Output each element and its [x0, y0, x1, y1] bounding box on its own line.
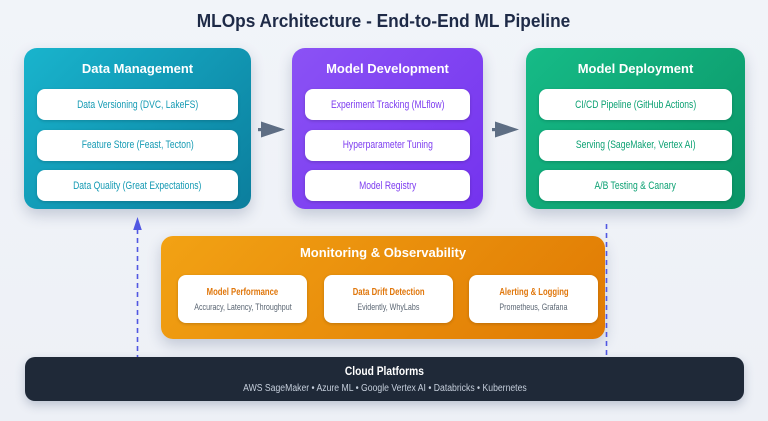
stage-title: Model Development	[326, 61, 449, 76]
stage-item: CI/CD Pipeline (GitHub Actions)	[539, 89, 732, 120]
stage-item: A/B Testing & Canary	[539, 170, 732, 201]
stage-title: Model Deployment	[577, 61, 694, 76]
stage-item: Experiment Tracking (MLflow)	[305, 89, 470, 120]
monitoring-card-title: Model Performance	[206, 287, 279, 298]
monitoring-card-subtitle: Accuracy, Latency, Throughput	[194, 302, 292, 313]
page-title: MLOps Architecture - End-to-End ML Pipel…	[197, 11, 571, 31]
monitoring-card: Data Drift Detection Evidently, WhyLabs	[324, 275, 453, 323]
monitoring-card-title: Alerting & Logging	[498, 287, 569, 298]
stage-item: Serving (SageMaker, Vertex AI)	[539, 129, 732, 161]
stage-item-list: CI/CD Pipeline (GitHub Actions) Serving …	[539, 89, 732, 201]
stage-item: Model Registry	[305, 170, 470, 201]
stage-title: Data Management	[81, 61, 194, 76]
monitoring-card-subtitle: Evidently, WhyLabs	[357, 302, 420, 313]
monitoring-card-title: Data Drift Detection	[352, 287, 425, 298]
monitoring-card-subtitle: Prometheus, Grafana	[499, 302, 568, 313]
stage-item-list: Data Versioning (DVC, LakeFS) Feature St…	[37, 89, 238, 201]
cloud-platforms-title: Cloud Platforms	[344, 366, 425, 378]
monitoring-card: Alerting & Logging Prometheus, Grafana	[469, 275, 598, 323]
cloud-platforms-bar: Cloud Platforms AWS SageMaker • Azure ML…	[25, 357, 744, 401]
flow-arrow-icon	[492, 121, 519, 138]
stage-item: Data Versioning (DVC, LakeFS)	[37, 89, 238, 120]
stage-item: Feature Store (Feast, Tecton)	[37, 129, 238, 161]
cloud-platforms-list: AWS SageMaker • Azure ML • Google Vertex…	[242, 383, 527, 394]
feedback-line-down-icon	[605, 224, 608, 357]
stage-item: Data Quality (Great Expectations)	[37, 170, 238, 201]
stage-item-list: Experiment Tracking (MLflow) Hyperparame…	[305, 89, 470, 201]
feedback-arrow-up-icon	[133, 217, 142, 357]
monitoring-title: Monitoring & Observability	[299, 245, 467, 260]
stage-model-development: Model Development Experiment Tracking (M…	[292, 48, 483, 209]
monitoring-card: Model Performance Accuracy, Latency, Thr…	[178, 275, 307, 323]
stage-model-deployment: Model Deployment CI/CD Pipeline (GitHub …	[526, 48, 745, 209]
flow-arrow-icon	[258, 121, 285, 138]
stage-data-management: Data Management Data Versioning (DVC, La…	[24, 48, 251, 209]
monitoring-box: Monitoring & Observability Model Perform…	[161, 236, 605, 339]
stage-item: Hyperparameter Tuning	[305, 129, 470, 161]
